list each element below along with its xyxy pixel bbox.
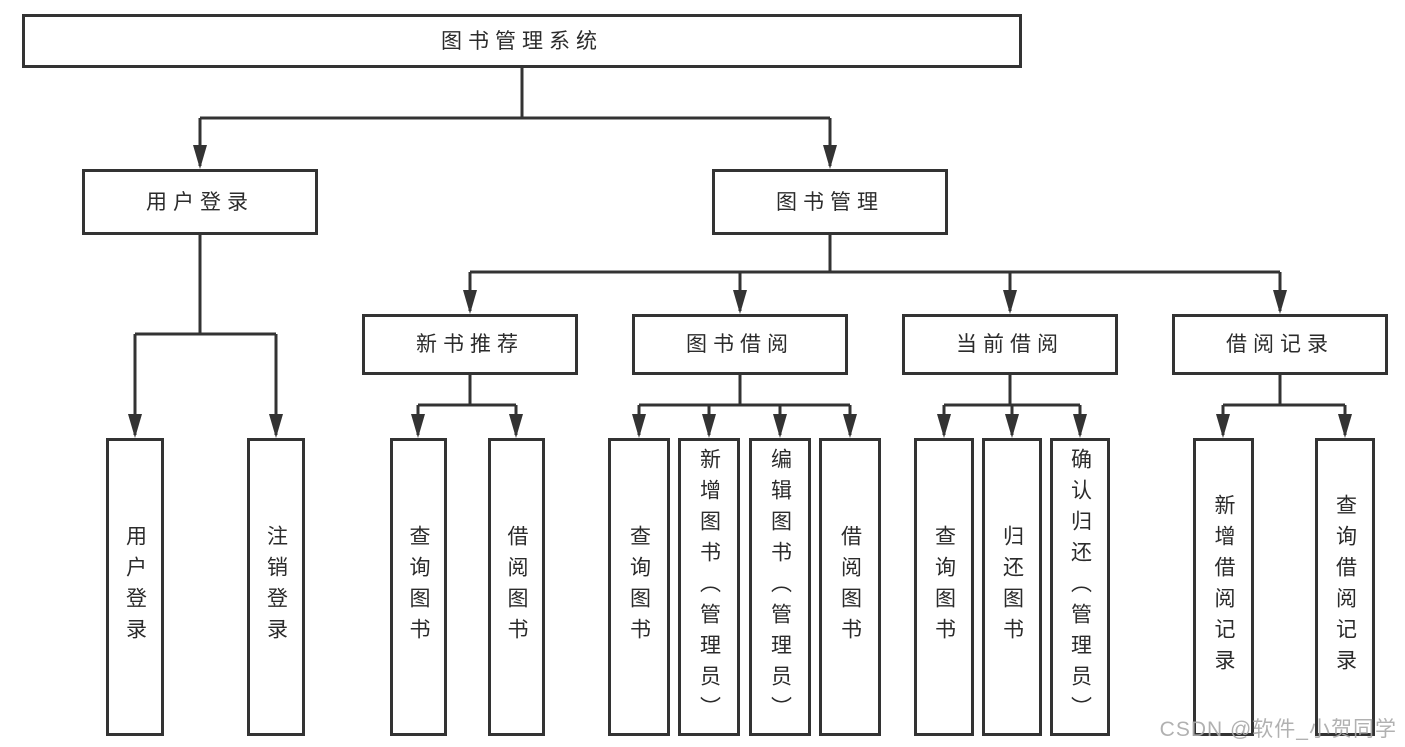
leaf-add-borrow-record: 新增借阅记录 [1193,438,1254,736]
arrowhead-icon [702,414,716,438]
leaf-edit-books-admin: 编辑图书（管理员） [749,438,811,736]
node-borrowing-records: 借阅记录 [1172,314,1388,375]
node-book-management: 图书管理 [712,169,948,235]
connector-root-to-level2 [198,68,832,166]
leaf-logout: 注销登录 [247,438,305,736]
leaf-query-books-recommend: 查询图书 [390,438,447,736]
connector-borrowing-to-leaves [637,375,852,435]
node-user-login: 用户登录 [82,169,318,235]
arrowhead-icon [1216,414,1230,438]
arrowhead-icon [193,145,207,169]
arrowhead-icon [1273,290,1287,314]
arrowhead-icon [1005,414,1019,438]
arrowhead-icon [411,414,425,438]
arrowhead-icon [269,414,283,438]
leaf-return-books: 归还图书 [982,438,1042,736]
connector-recommend-to-leaves [416,375,518,435]
node-new-book-recommendation: 新书推荐 [362,314,578,375]
leaf-query-borrow-record: 查询借阅记录 [1315,438,1375,736]
arrowhead-icon [1003,290,1017,314]
arrowheads [128,145,1352,438]
connector-bookmgmt-to-level3 [468,235,1282,311]
arrowhead-icon [1338,414,1352,438]
arrowhead-icon [733,290,747,314]
arrowhead-icon [509,414,523,438]
arrowhead-icon [463,290,477,314]
leaf-query-books-borrowing: 查询图书 [608,438,670,736]
leaf-borrow-books: 借阅图书 [819,438,881,736]
arrowhead-icon [843,414,857,438]
arrowhead-icon [1073,414,1087,438]
leaf-add-books-admin: 新增图书（管理员） [678,438,740,736]
connector-records-to-leaves [1221,375,1347,435]
connector-userlogin-to-leaves [133,235,278,435]
leaf-borrow-books-recommend: 借阅图书 [488,438,545,736]
arrowhead-icon [773,414,787,438]
arrowhead-icon [823,145,837,169]
node-library-management-system: 图书管理系统 [22,14,1022,68]
arrowhead-icon [632,414,646,438]
node-book-borrowing: 图书借阅 [632,314,848,375]
arrowhead-icon [128,414,142,438]
leaf-confirm-return-admin: 确认归还（管理员） [1050,438,1110,736]
leaf-query-books-current: 查询图书 [914,438,974,736]
node-current-borrowing: 当前借阅 [902,314,1118,375]
arrowhead-icon [937,414,951,438]
leaf-user-login: 用户登录 [106,438,164,736]
